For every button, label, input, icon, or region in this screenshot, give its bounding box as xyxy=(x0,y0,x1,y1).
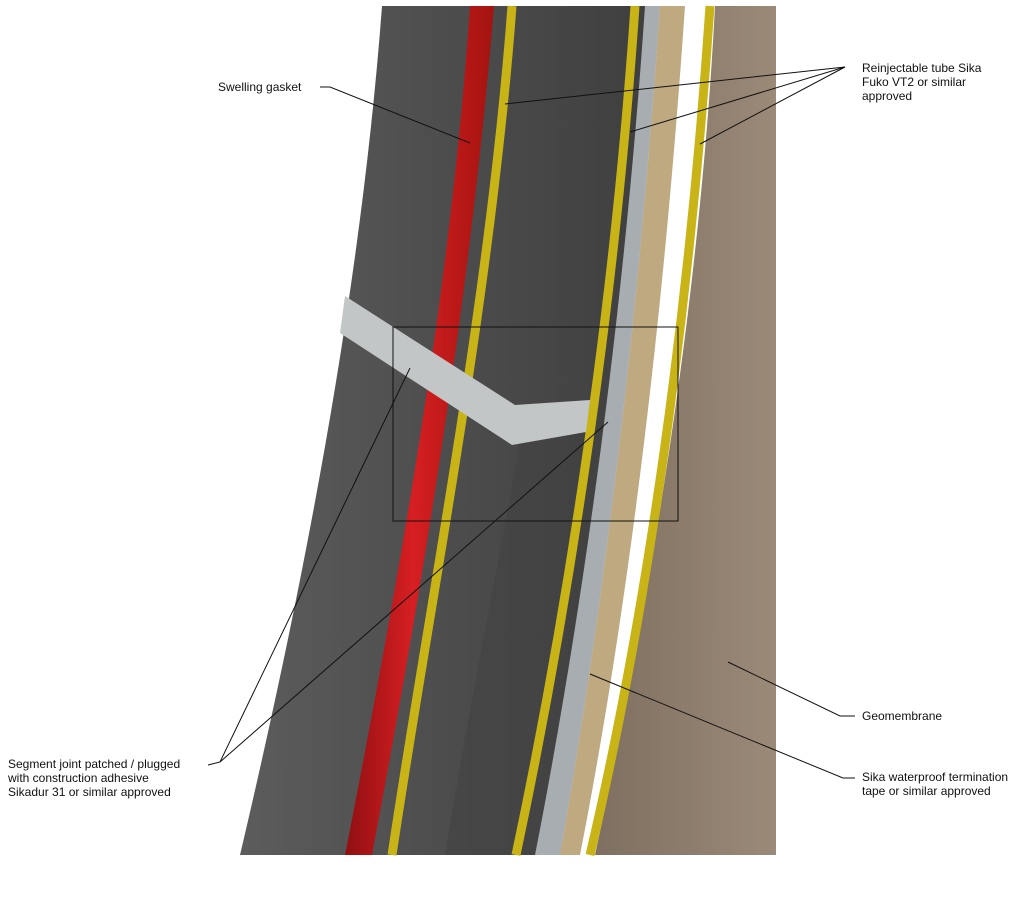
geomembrane xyxy=(595,6,776,855)
termination-tape xyxy=(535,6,660,855)
reinjectable-tube-1 xyxy=(387,5,517,856)
tape-backing-strip xyxy=(560,6,685,855)
leader-tube-2 xyxy=(629,66,846,133)
concrete-lower-face xyxy=(445,420,600,855)
swelling-gasket xyxy=(345,6,494,855)
label-segment-joint: Segment joint patched / plugged with con… xyxy=(7,757,183,799)
leader-swelling-gasket xyxy=(320,86,471,144)
label-geomembrane: Geomembrane xyxy=(862,709,942,723)
reinjectable-tube-2 xyxy=(511,5,640,856)
label-reinjectable-tube: Reinjectable tube Sika Fuko VT2 or simil… xyxy=(862,61,985,103)
leader-tube-1 xyxy=(504,66,846,105)
detail-frame xyxy=(392,326,679,522)
leader-termination-tape xyxy=(589,673,855,779)
label-swelling-gasket: Swelling gasket xyxy=(218,80,302,94)
label-termination-tape: Sika waterproof termination tape or simi… xyxy=(862,770,1011,798)
segment-joint-patch xyxy=(340,296,590,445)
leader-tube-3 xyxy=(699,66,846,145)
reinjectable-tube-3 xyxy=(585,5,715,857)
leader-geomembrane xyxy=(727,661,855,717)
leader-segment-joint-2 xyxy=(219,421,609,763)
